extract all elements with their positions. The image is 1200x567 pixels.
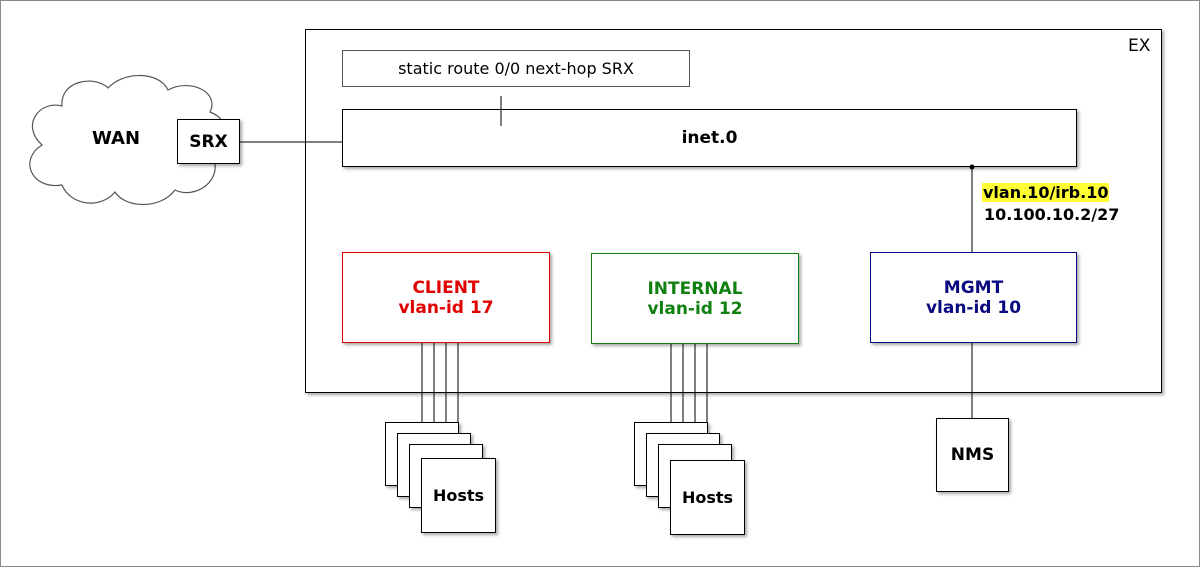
vlan-mgmt-id: vlan-id 10 <box>925 297 1022 318</box>
srx-device: SRX <box>177 119 240 164</box>
static-route-label: static route 0/0 next-hop SRX <box>398 59 634 78</box>
vlan-internal-name: INTERNAL <box>647 278 743 299</box>
srx-label: SRX <box>189 131 228 152</box>
static-route-box: static route 0/0 next-hop SRX <box>342 50 690 87</box>
vlan-client-id: vlan-id 17 <box>398 297 494 318</box>
vlan-mgmt-name: MGMT <box>943 277 1004 298</box>
vlan-internal-id: vlan-id 12 <box>647 298 743 319</box>
inet0-table: inet.0 <box>342 109 1077 167</box>
nms-label: NMS <box>950 445 995 465</box>
internal-hosts-label: Hosts <box>681 488 734 507</box>
vlan-internal-box: INTERNAL vlan-id 12 <box>591 253 799 344</box>
irb-interface-label: vlan.10/irb.10 <box>982 183 1110 202</box>
client-hosts-box: Hosts <box>421 458 496 533</box>
irb-address-label: 10.100.10.2/27 <box>984 205 1120 224</box>
vlan-mgmt-box: MGMT vlan-id 10 <box>870 252 1077 343</box>
inet0-label: inet.0 <box>681 128 738 148</box>
internal-hosts-box: Hosts <box>670 460 745 535</box>
wan-cloud-icon <box>29 74 228 205</box>
nms-box: NMS <box>936 418 1009 492</box>
client-hosts-label: Hosts <box>432 486 485 505</box>
ex-label: EX <box>1128 36 1151 56</box>
vlan-client-name: CLIENT <box>412 277 480 298</box>
vlan-client-box: CLIENT vlan-id 17 <box>342 252 550 343</box>
wan-label: WAN <box>92 128 141 149</box>
ex-switch <box>305 29 1162 393</box>
